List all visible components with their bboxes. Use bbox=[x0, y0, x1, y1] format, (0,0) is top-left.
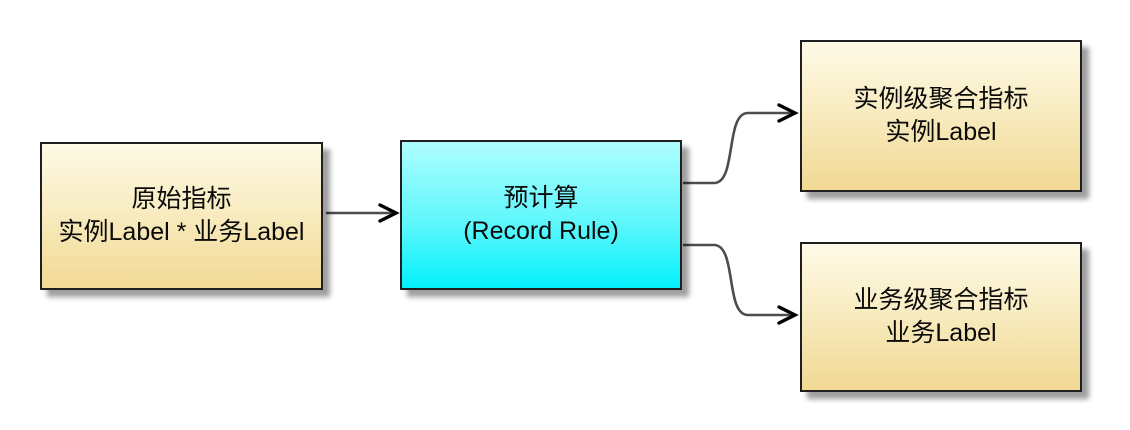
node-instance-aggregate-subtitle: 实例Label bbox=[885, 118, 997, 146]
node-business-aggregate-subtitle: 业务Label bbox=[885, 319, 997, 347]
node-business-aggregate-title: 业务级聚合指标 bbox=[853, 286, 1029, 314]
node-precompute-title: 预计算 bbox=[503, 184, 579, 212]
node-business-aggregate: 业务级聚合指标 业务Label bbox=[800, 242, 1082, 392]
connector-precompute-to-business-arrow bbox=[683, 243, 799, 325]
node-instance-aggregate: 实例级聚合指标 实例Label bbox=[800, 40, 1082, 192]
connector-precompute-to-instance-arrow bbox=[683, 103, 799, 185]
node-precompute: 预计算 (Record Rule) bbox=[400, 140, 682, 290]
node-instance-aggregate-title: 实例级聚合指标 bbox=[853, 85, 1029, 113]
node-source-metric-title: 原始指标 bbox=[131, 185, 232, 213]
node-precompute-subtitle: (Record Rule) bbox=[463, 217, 619, 245]
node-source-metric: 原始指标 实例Label * 业务Label bbox=[40, 142, 323, 290]
node-source-metric-subtitle: 实例Label * 业务Label bbox=[58, 218, 305, 246]
